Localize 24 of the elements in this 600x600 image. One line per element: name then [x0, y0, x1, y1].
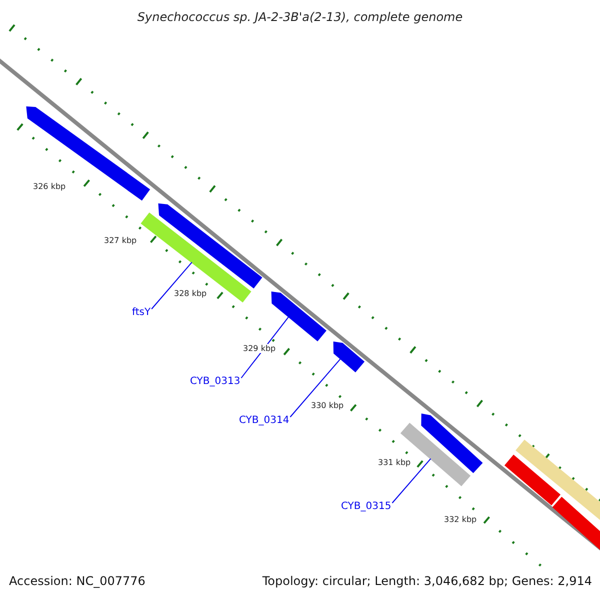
gene-bar: [140, 212, 252, 303]
gene-bar: [333, 341, 365, 372]
footer-text: Accession: NC_007776: [9, 574, 146, 588]
leader-line: [240, 316, 290, 378]
position-label: 328 kbp: [174, 289, 207, 298]
position-label: 332 kbp: [444, 515, 477, 524]
gene-label: CYB_0313: [190, 376, 240, 387]
gene-bar: [158, 203, 262, 289]
map-title: Synechococcus sp. JA-2-3B'a(2-13), complete genome: [136, 10, 464, 24]
gene-bar: [421, 414, 483, 474]
gene-bar: [552, 496, 600, 550]
gene-bar: [516, 440, 600, 520]
leader-line: [392, 458, 432, 504]
gene-label: ftsY: [132, 307, 151, 318]
position-label: 331 kbp: [378, 458, 411, 467]
leader-line: [290, 358, 342, 418]
gene-bar: [504, 454, 561, 506]
footer-text: Topology: circular; Length: 3,046,682 bp; Genes: 2,914: [262, 574, 592, 588]
gene-label: CYB_0315: [341, 501, 392, 512]
gene-bar: [271, 291, 326, 342]
gene-label: CYB_0314: [239, 415, 290, 426]
leader-line: [151, 262, 192, 310]
gene-bar: [26, 106, 150, 201]
position-label: 326 kbp: [33, 182, 66, 191]
